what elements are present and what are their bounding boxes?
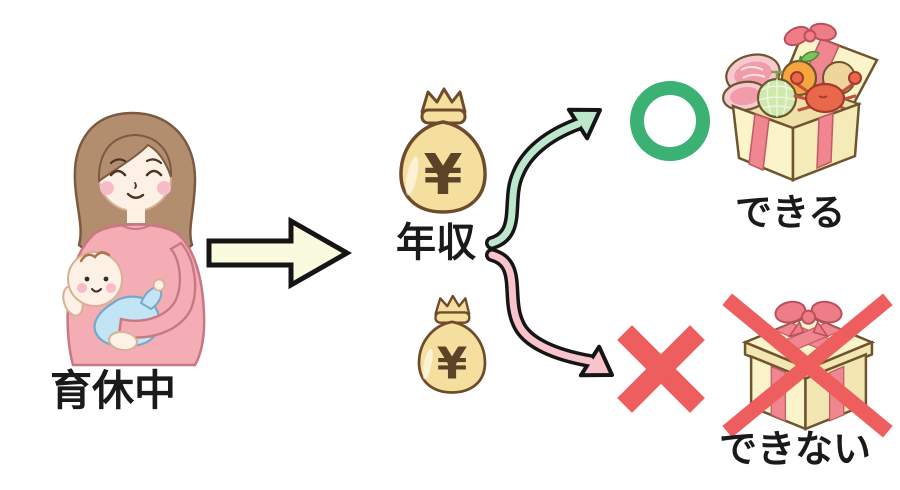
mother-brows	[109, 158, 163, 165]
baby-hand	[152, 278, 166, 292]
gift-box-crossed-icon	[722, 293, 893, 438]
flow-arrow-shape	[206, 216, 353, 290]
crab-face	[818, 95, 828, 99]
bow-knot	[803, 29, 817, 43]
baby-eye-left	[84, 276, 90, 282]
branch-arrow-negative-icon	[485, 248, 614, 378]
yen-symbol-small: ¥	[437, 338, 468, 389]
mother-nose	[134, 182, 137, 189]
circle-mark	[630, 81, 710, 161]
melon-net	[758, 79, 796, 117]
crab-legs	[793, 82, 857, 114]
crab-claw-left	[790, 71, 804, 85]
crab-claw-right	[848, 71, 862, 85]
baby-head	[67, 251, 123, 307]
mother-hand-right	[108, 330, 138, 352]
money-bag-large-icon: ¥	[399, 87, 487, 214]
income-label: 年収	[396, 221, 476, 265]
money-bag-small-icon: ¥	[417, 294, 487, 394]
closed-bow-tail-right	[812, 320, 830, 338]
melon-stem	[771, 70, 783, 79]
money-bag-highlight	[405, 156, 419, 196]
mandarin-stem	[798, 55, 802, 63]
branch-up-outline	[485, 117, 585, 250]
outcome-positive-label: できる	[735, 192, 846, 233]
person-caption: 育休中	[50, 367, 177, 414]
outcome-negative-label: できない	[719, 429, 872, 471]
yen-symbol-large: ¥	[424, 143, 463, 208]
money-bag-highlight	[422, 348, 433, 380]
gift-ribbon-left	[748, 112, 770, 172]
mother-neck	[127, 207, 145, 223]
money-bag-body	[399, 120, 487, 214]
meat-marbling	[740, 66, 766, 79]
mother-closed-eyes	[109, 169, 163, 177]
mandarin-leaf	[799, 50, 821, 63]
gift-box-food-icon	[722, 22, 879, 182]
mother-smile	[126, 192, 145, 199]
meat-slice-bottom-inner	[730, 86, 760, 106]
branch-arrow-positive-icon	[485, 107, 602, 250]
cross-bar-2	[617, 325, 705, 413]
baby-eye-right	[103, 276, 109, 282]
flow-arrow-icon	[206, 216, 353, 290]
closed-bow-knot	[800, 309, 817, 325]
money-bag-body	[417, 320, 487, 394]
baby-blush-left	[77, 283, 87, 293]
mother-blush-left	[100, 181, 114, 195]
baby-blush-right	[106, 283, 116, 293]
cross-mark-icon	[617, 325, 705, 413]
closed-bow-tail-left	[787, 320, 805, 338]
closed-bow-loop-left	[774, 300, 807, 324]
circle-mark-icon	[630, 81, 710, 161]
mother-collar	[120, 224, 152, 230]
giftbox-cross-bar-2	[722, 293, 893, 438]
money-bag-knot	[434, 294, 471, 316]
money-bag-knot	[420, 87, 467, 114]
mother-fringe	[97, 133, 173, 183]
baby-smile	[91, 288, 102, 293]
branch-down-band	[488, 251, 594, 365]
gift-ribbon-right	[816, 111, 834, 170]
mother-blush-right	[157, 181, 171, 195]
mother-holding-baby-illustration	[62, 111, 206, 367]
closed-bow-loop-right	[810, 300, 843, 324]
branch-up-band	[488, 120, 582, 247]
baby-hair	[79, 251, 111, 263]
